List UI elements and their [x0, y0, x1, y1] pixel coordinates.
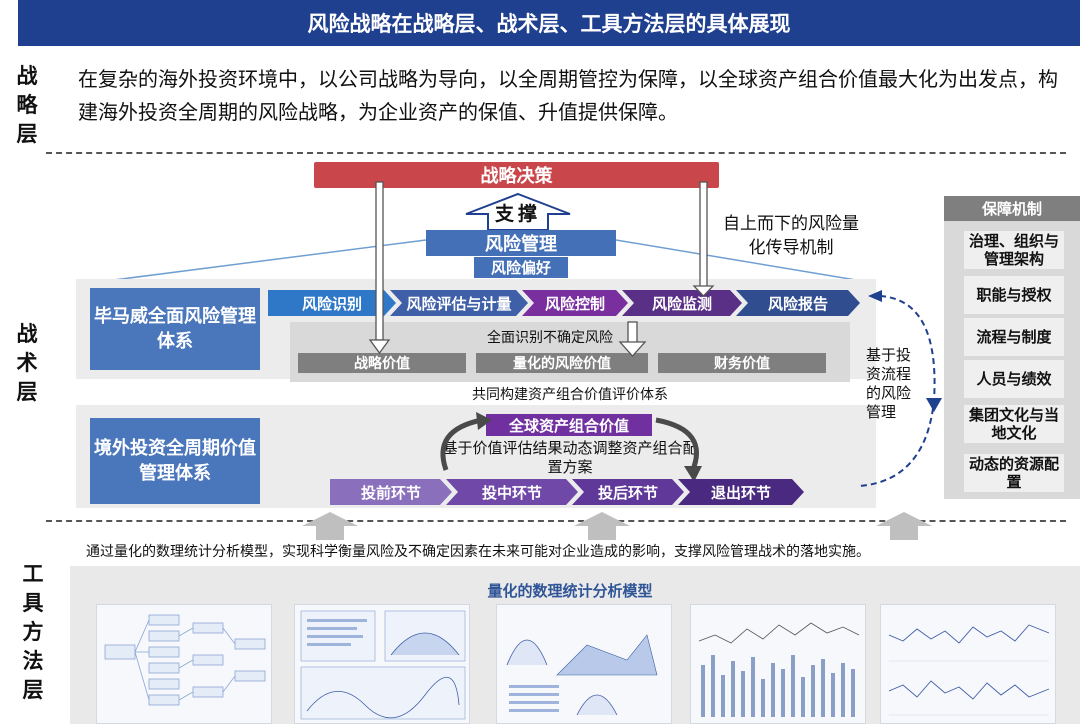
- guarantee-item-functions: 职能与授权: [964, 276, 1064, 314]
- kpmg-system-box: 毕马威全面风险管理体系: [90, 288, 260, 370]
- layer-label-tactics: 战术层: [16, 322, 38, 404]
- guarantee-item-governance: 治理、组织与管理架构: [964, 231, 1064, 269]
- process-risk-label: 基于投资流程的风险管理: [866, 346, 912, 421]
- dynamic-adjustment-text: 基于价值评估结果动态调整资产组合配置方案: [442, 439, 698, 476]
- risk-preference-box: 风险偏好: [474, 256, 568, 278]
- top-down-mechanism-label: 自上而下的风险量化传导机制: [723, 214, 859, 258]
- process-step-monitor: 风险监测: [622, 290, 742, 316]
- value-quantified-risk: 量化的风险价值: [476, 353, 648, 373]
- value-financial: 财务价值: [658, 353, 826, 373]
- tools-panel-title: 量化的数理统计分析模型: [487, 582, 653, 600]
- process-step-identify: 风险识别: [268, 290, 396, 316]
- uncertainty-label: 全面识别不确定风险: [487, 330, 613, 346]
- common-evaluation-label: 共同构建资产组合价值评价体系: [472, 387, 668, 403]
- guarantee-item-personnel: 人员与绩效: [964, 360, 1064, 398]
- guarantee-title: 保障机制: [944, 196, 1080, 221]
- guarantee-item-culture: 集团文化与当地文化: [964, 405, 1064, 443]
- process-step-control: 风险控制: [522, 290, 628, 316]
- tools-description: 通过量化的数理统计分析模型，实现科学衡量风险及不确定因素在未来可能对企业造成的影…: [86, 544, 870, 560]
- support-label: 支撑: [494, 203, 541, 225]
- model-thumbnail-3d-surface: [496, 604, 672, 724]
- model-thumbnail-flowchart: [96, 604, 272, 724]
- value-strategic: 战略价值: [298, 353, 466, 373]
- stage-post-investment: 投后环节: [572, 479, 684, 505]
- model-thumbnail-line-series: [880, 604, 1056, 724]
- stage-mid-investment: 投中环节: [446, 479, 578, 505]
- model-thumbnail-distribution: [294, 604, 470, 724]
- guarantee-item-resources: 动态的资源配置: [964, 454, 1064, 492]
- stage-exit: 退出环节: [678, 479, 804, 505]
- model-thumbnail-bar-series: [690, 604, 866, 724]
- guarantee-item-process: 流程与制度: [964, 318, 1064, 356]
- layer-label-strategy: 战略层: [16, 64, 38, 146]
- process-step-report: 风险报告: [736, 290, 860, 316]
- layer-label-tools: 工具方法层: [22, 562, 44, 702]
- process-step-assess: 风险评估与计量: [390, 290, 528, 316]
- strategy-description: 在复杂的海外投资环境中，以公司战略为导向，以全周期管控为保障，以全球资产组合价值…: [78, 67, 1058, 124]
- page-title: 风险战略在战略层、战术层、工具方法层的具体展现: [18, 0, 1080, 46]
- risk-management-box: 风险管理: [426, 230, 616, 256]
- global-portfolio-value: 全球资产组合价值: [486, 414, 652, 436]
- divider-strategy: [46, 152, 1066, 154]
- divider-tools: [46, 520, 1066, 522]
- stage-pre-investment: 投前环节: [330, 479, 452, 505]
- lifecycle-system-box: 境外投资全周期价值管理体系: [90, 418, 260, 504]
